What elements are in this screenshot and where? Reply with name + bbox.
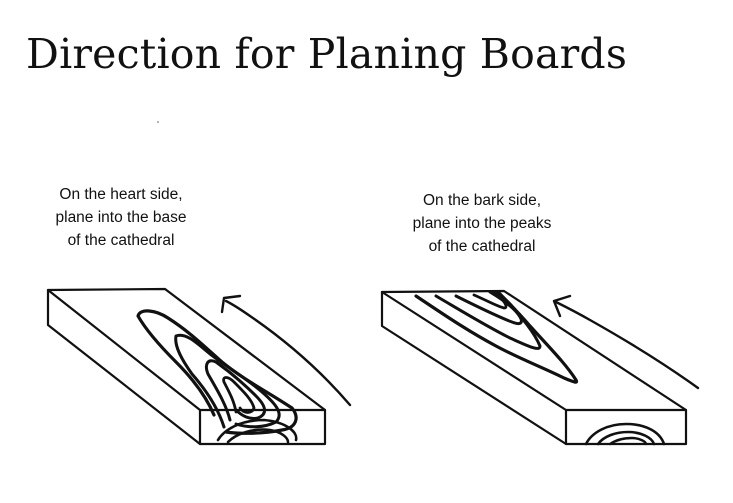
bark-side-board xyxy=(380,289,688,446)
heart-board-front-edge xyxy=(46,288,327,446)
bark-end-ring-3 xyxy=(608,436,648,446)
heart-side-caption-line-1: On the heart side, xyxy=(59,186,183,203)
bark-grain-peak-2 xyxy=(434,290,542,350)
bark-end-ring-2 xyxy=(596,430,656,446)
heart-grain-ring-inner xyxy=(222,376,256,414)
heart-grain-end-2 xyxy=(226,428,290,444)
bark-arrow-head xyxy=(552,294,572,318)
heart-side-caption-line-2: plane into the base xyxy=(55,209,187,226)
page-title: Direction for Planing Boards xyxy=(26,30,628,78)
bark-grain-peak-outer xyxy=(414,290,579,384)
heart-side-planing-arrow xyxy=(220,294,352,407)
bark-side-planing-arrow xyxy=(552,294,700,390)
bark-side-caption: On the bark side, plane into the peaks o… xyxy=(384,189,580,258)
heart-grain-ring-3 xyxy=(204,359,266,422)
bark-arrow-shaft xyxy=(554,300,700,390)
heart-side-caption: On the heart side, plane into the base o… xyxy=(30,183,212,252)
bark-board-front-edge xyxy=(380,290,688,446)
heart-board-outline xyxy=(46,287,327,446)
bark-board-outline xyxy=(380,289,688,446)
heart-grain-end-1 xyxy=(216,418,298,442)
bark-grain-peak-inner xyxy=(472,293,508,310)
heart-side-board xyxy=(46,287,327,446)
bark-side-caption-line-2: plane into the peaks xyxy=(412,215,552,232)
stray-dot xyxy=(157,121,159,123)
bark-end-ring-1 xyxy=(584,422,666,446)
bark-side-caption-line-3: of the cathedral xyxy=(428,238,536,255)
heart-arrow-head xyxy=(220,294,242,314)
heart-side-caption-line-3: of the cathedral xyxy=(67,232,175,249)
heart-arrow-shaft xyxy=(224,299,352,407)
bark-side-caption-line-1: On the bark side, xyxy=(422,192,542,209)
